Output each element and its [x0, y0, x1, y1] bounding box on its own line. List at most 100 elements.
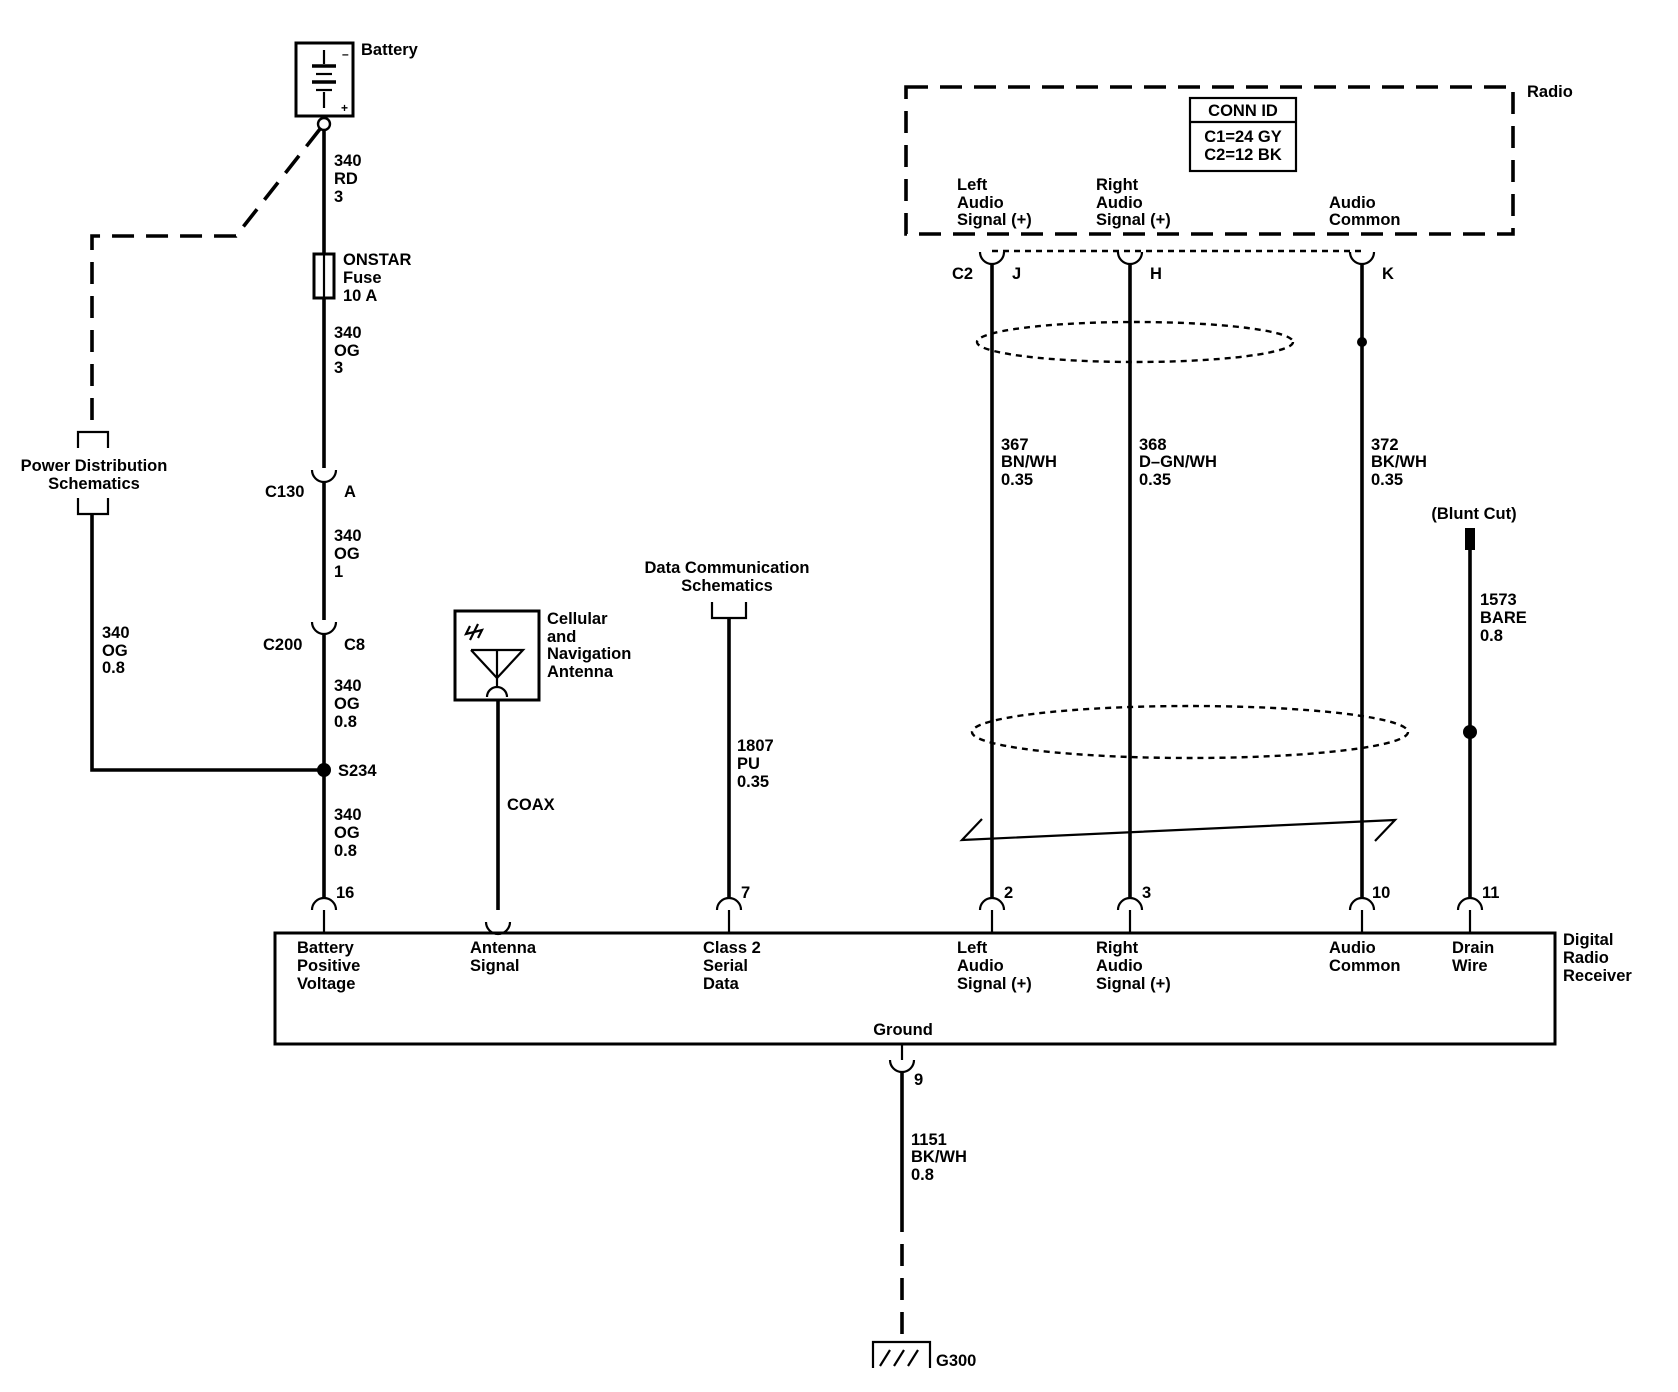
receiver-pin-number: 16 — [336, 884, 354, 902]
wire-label: 0.8 — [334, 713, 357, 731]
receiver-pin-label: Audio — [1096, 957, 1143, 975]
data-comm-label-1: Data Communication — [644, 559, 809, 577]
wire-label: OG — [334, 342, 360, 360]
conn-id-c1: C1=24 GY — [1204, 128, 1282, 146]
wire-label: 0.8 — [334, 842, 357, 860]
antenna-label-1: Cellular — [547, 610, 608, 628]
splice-label: S234 — [338, 762, 377, 780]
wire-label: 1807 — [737, 737, 774, 755]
wire-label: OG — [102, 642, 128, 660]
receiver-pin-label: Antenna — [470, 939, 537, 957]
wire-label: 0.35 — [1001, 471, 1033, 489]
antenna-label-2: and — [547, 628, 576, 646]
c200-pin: C8 — [344, 636, 365, 654]
radio-pin-label: Audio — [957, 194, 1004, 212]
wire-label: PU — [737, 755, 760, 773]
wire-label: RD — [334, 170, 358, 188]
receiver-pin-11-symbol — [1456, 896, 1484, 911]
wire-label: 3 — [334, 188, 343, 206]
radio-pin-label: Audio — [1096, 194, 1143, 212]
shield-lower — [970, 704, 1410, 760]
antenna-label-4: Antenna — [547, 663, 614, 681]
wire-label: 372 — [1371, 436, 1399, 454]
receiver-pin-label: Battery — [297, 939, 355, 957]
receiver-pin-7-symbol — [715, 896, 743, 911]
wire-label: BN/WH — [1001, 453, 1057, 471]
c2-pin-k: K — [1382, 265, 1394, 283]
wire-label: 0.35 — [1139, 471, 1171, 489]
wire-label: 368 — [1139, 436, 1167, 454]
receiver-label-3: Receiver — [1563, 967, 1632, 985]
battery-symbol: – + — [294, 41, 355, 118]
data-comm-label-2: Schematics — [681, 577, 773, 595]
receiver-pin-9-symbol — [888, 1059, 916, 1074]
receiver-pin-label: Positive — [297, 957, 360, 975]
receiver-pin-label: Data — [703, 975, 740, 993]
receiver-pin-label: Audio — [1329, 939, 1376, 957]
c130-pin: A — [344, 483, 356, 501]
wire-label: 340 — [334, 152, 362, 170]
antenna-icon — [463, 623, 526, 698]
receiver-pin-number: 2 — [1004, 884, 1013, 902]
receiver-pin-label: Signal (+) — [1096, 975, 1171, 993]
wire-label: 340 — [102, 624, 130, 642]
shield-upper-drain-joint — [1357, 337, 1367, 347]
receiver-pin-label: Voltage — [297, 975, 355, 993]
digital-radio-receiver-box — [273, 931, 1557, 1046]
radio-pin-label: Right — [1096, 176, 1139, 194]
fuse-label-3: 10 A — [343, 287, 377, 305]
radio-pin-label: Signal (+) — [1096, 211, 1171, 229]
fuse-label-2: Fuse — [343, 269, 382, 287]
receiver-pin-label: Drain — [1452, 939, 1494, 957]
wire-label: 340 — [334, 324, 362, 342]
ground-g300-icon — [871, 1340, 932, 1368]
receiver-pin-label: Right — [1096, 939, 1139, 957]
c200-connector-symbol — [310, 621, 338, 636]
radio-module-boundary — [904, 85, 1515, 236]
battery-minus: – — [342, 47, 349, 61]
wire-label: BK/WH — [911, 1148, 967, 1166]
wire-label: 367 — [1001, 436, 1029, 454]
wire-label: D–GN/WH — [1139, 453, 1217, 471]
wire-label: 0.8 — [1480, 627, 1503, 645]
wire-label: OG — [334, 545, 360, 563]
shield-upper — [975, 320, 1295, 364]
conn-id-title: CONN ID — [1208, 102, 1278, 120]
conn-id-c2: C2=12 BK — [1204, 146, 1282, 164]
conn-id-table — [1188, 96, 1298, 173]
antenna-label-3: Navigation — [547, 645, 631, 663]
blunt-cut-label: (Blunt Cut) — [1431, 505, 1516, 523]
wire-340-og-power-distribution — [90, 514, 324, 772]
receiver-pin-2-symbol — [978, 896, 1006, 911]
battery-plus: + — [341, 101, 348, 115]
receiver-pin-number: 7 — [741, 884, 750, 902]
receiver-pin-label: Signal (+) — [957, 975, 1032, 993]
receiver-pin-number: 3 — [1142, 884, 1151, 902]
receiver-label-2: Radio — [1563, 949, 1609, 967]
wire-label: 0.8 — [102, 659, 125, 677]
wire-label: 0.8 — [911, 1166, 934, 1184]
receiver-pin-label: Left — [957, 939, 988, 957]
receiver-pin-label: Serial — [703, 957, 748, 975]
wire-label: 340 — [334, 677, 362, 695]
power-distribution-label-1: Power Distribution — [21, 457, 168, 475]
receiver-ground-label: Ground — [873, 1021, 933, 1039]
wire-label: 340 — [334, 806, 362, 824]
splice-s234 — [317, 763, 331, 777]
receiver-pin-3-symbol — [1116, 896, 1144, 911]
radio-label: Radio — [1527, 83, 1573, 101]
ground-g300-label: G300 — [936, 1352, 976, 1370]
radio-pin-label: Audio — [1329, 194, 1376, 212]
c2-pin-h: H — [1150, 265, 1162, 283]
receiver-pin-10-symbol — [1348, 896, 1376, 911]
wire-label: 1573 — [1480, 591, 1517, 609]
receiver-pin-number: 10 — [1372, 884, 1390, 902]
receiver-pin-label: Wire — [1452, 957, 1488, 975]
wire-label: OG — [334, 824, 360, 842]
radio-pin-label: Left — [957, 176, 988, 194]
battery-label: Battery — [361, 41, 419, 59]
blunt-cut-end — [1465, 528, 1475, 550]
c200-label: C200 — [263, 636, 302, 654]
receiver-pin-label: Audio — [957, 957, 1004, 975]
